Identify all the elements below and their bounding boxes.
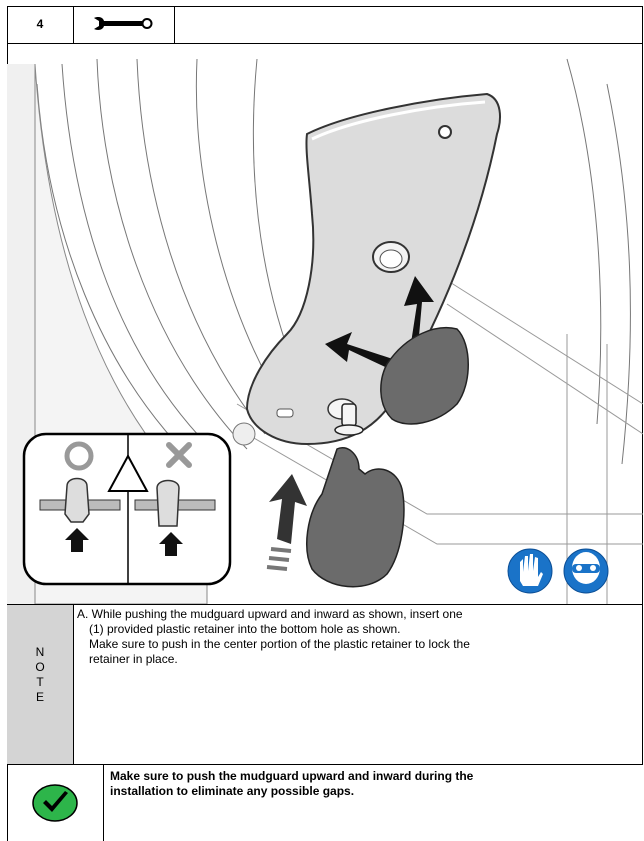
tip-col-divider <box>103 764 104 841</box>
step-number: 4 <box>7 6 73 42</box>
note-label-cell: N O T E <box>7 605 73 764</box>
gloves-icon <box>508 549 552 593</box>
safety-glasses-icon <box>564 549 608 593</box>
tip-text: Make sure to push the mudguard upward an… <box>110 769 630 799</box>
note-text: A. While pushing the mudguard upward and… <box>77 607 637 667</box>
tool-cell <box>73 6 175 42</box>
wrench-icon <box>92 15 156 33</box>
check-cell <box>7 765 103 841</box>
installation-illustration <box>7 44 643 604</box>
note-col-divider <box>73 604 74 764</box>
note-line: A. While pushing the mudguard upward and… <box>77 607 637 622</box>
instruction-page: 4 <box>7 6 643 841</box>
retainer-inset <box>24 434 230 584</box>
illustration-divider <box>7 604 643 605</box>
note-line: Make sure to push in the center portion … <box>77 637 637 652</box>
note-label: N O T E <box>7 645 73 705</box>
note-line: retainer in place. <box>77 652 637 667</box>
check-icon <box>31 783 79 823</box>
note-line: (1) provided plastic retainer into the b… <box>77 622 637 637</box>
